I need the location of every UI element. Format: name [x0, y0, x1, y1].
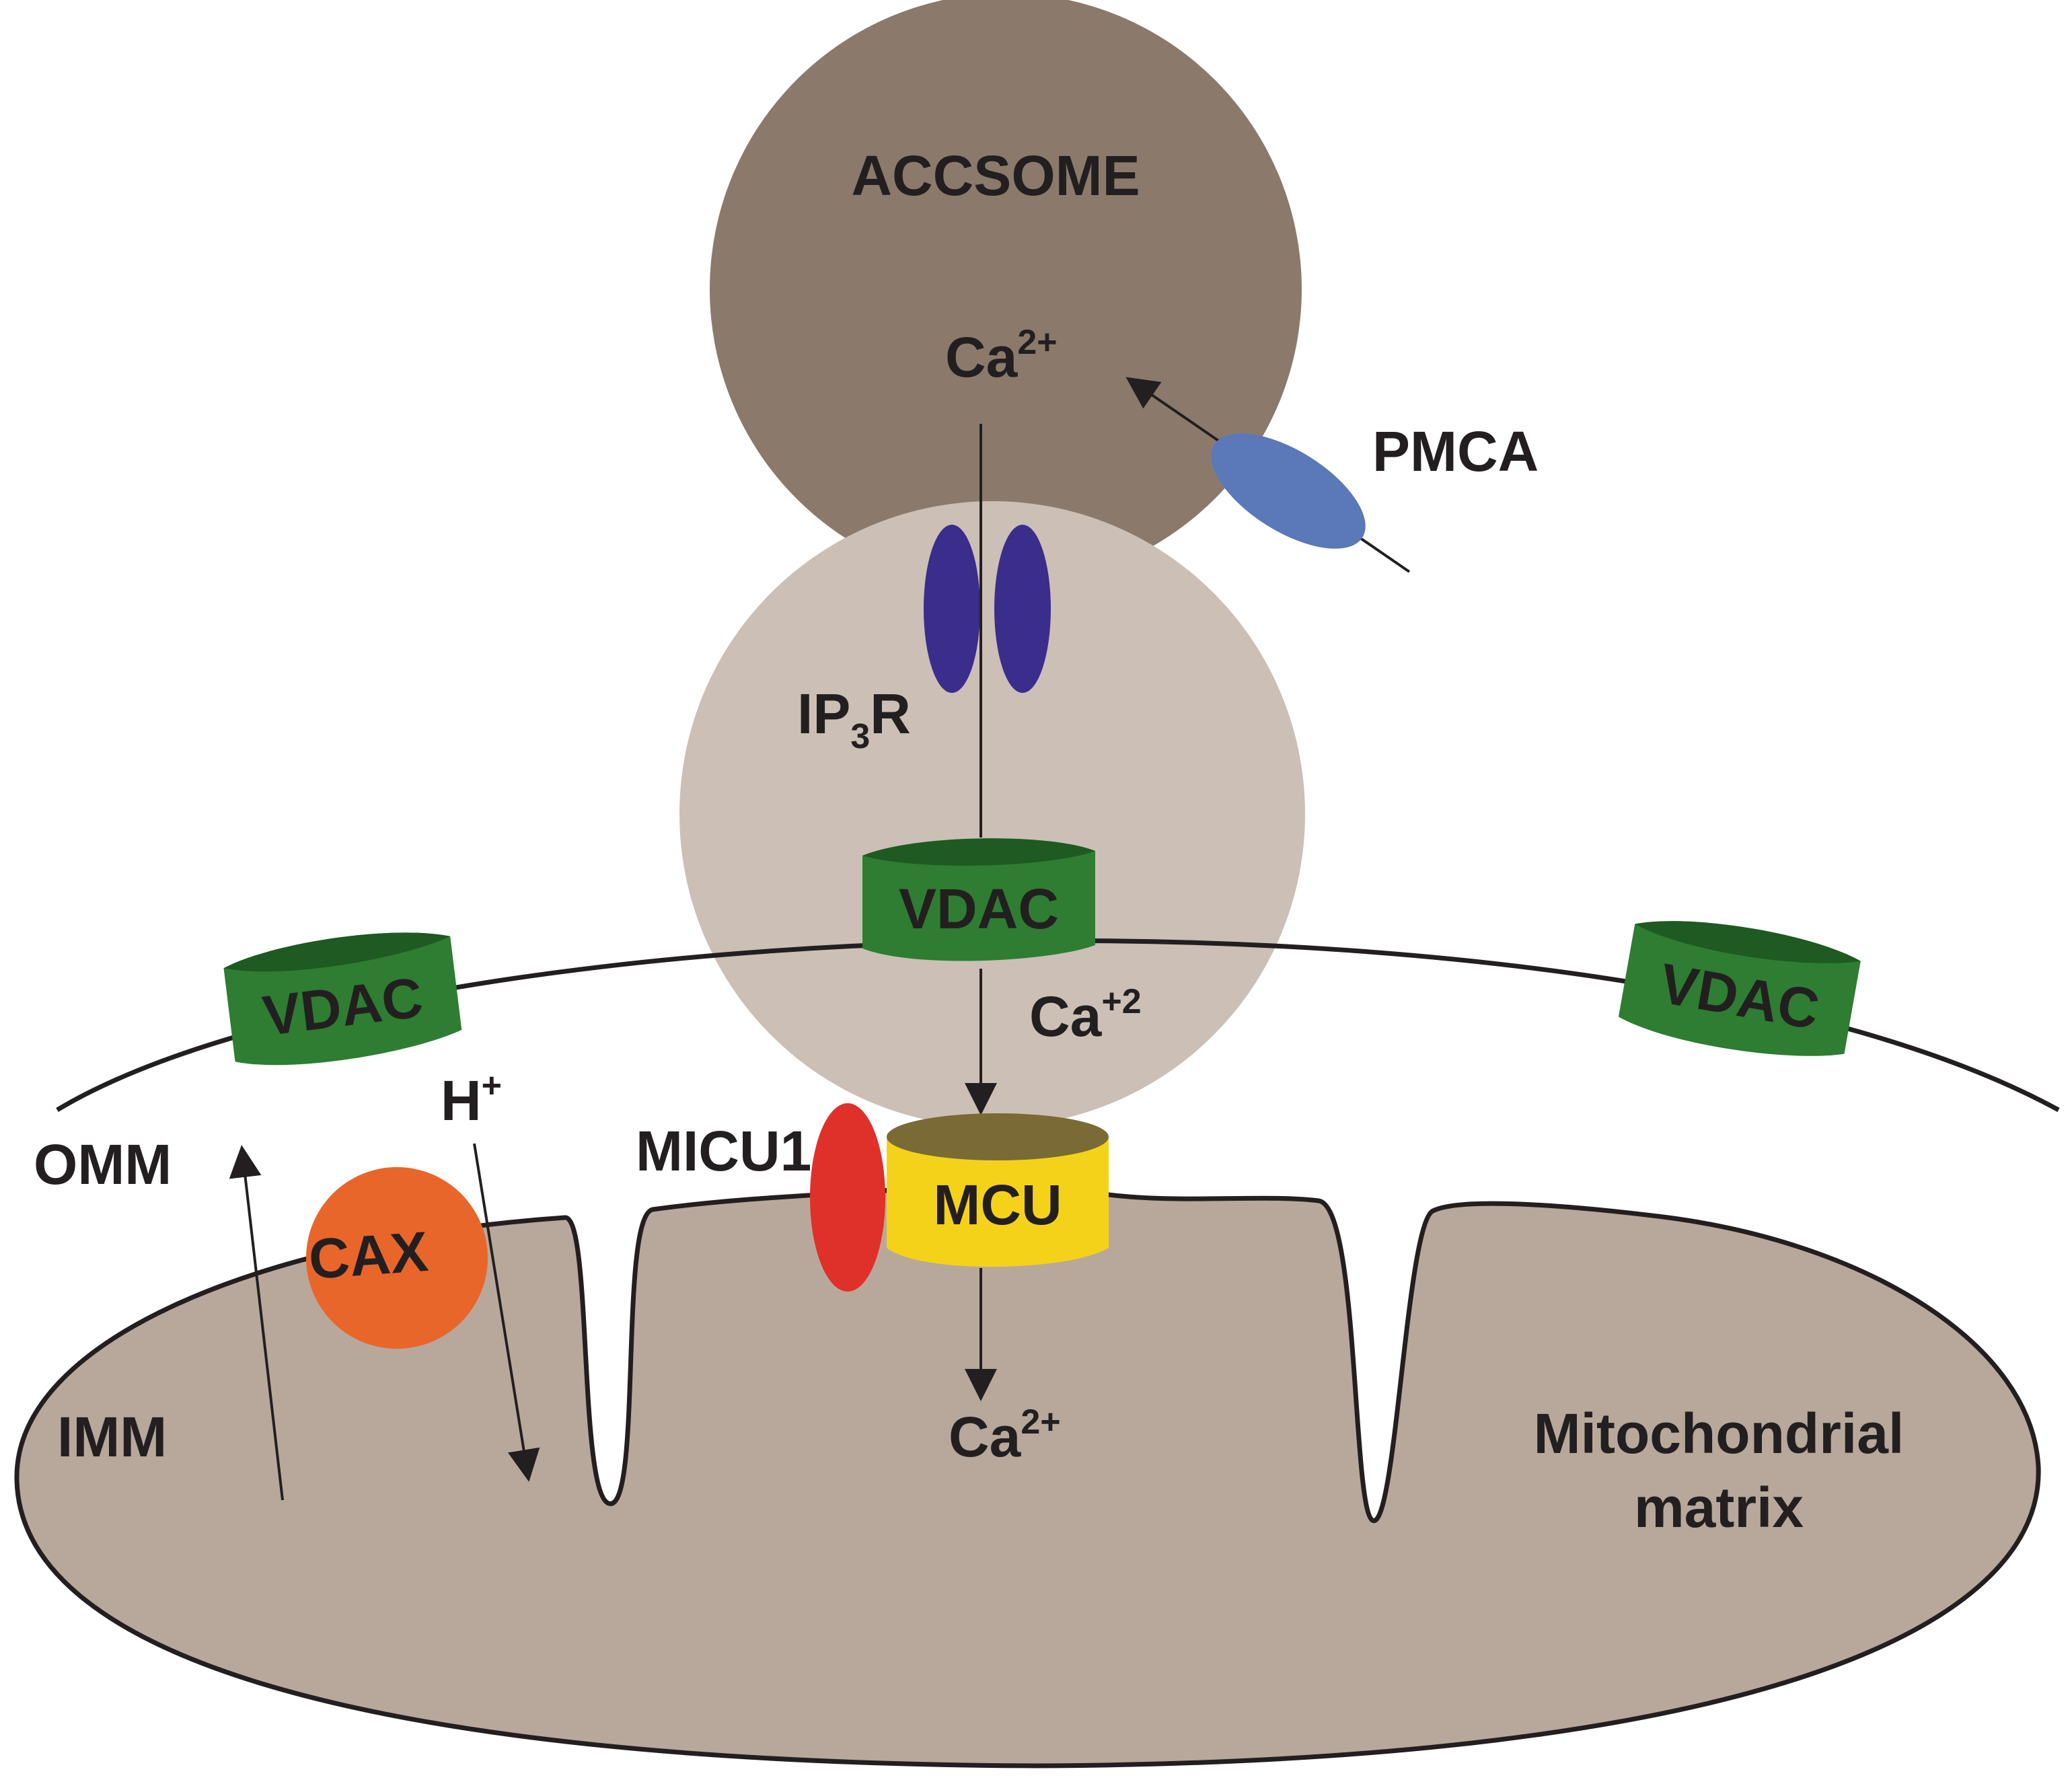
ip3r-right-channel: [994, 525, 1051, 693]
vdac-center-channel: [862, 838, 1095, 961]
cax-h-in-arrow: [473, 1143, 540, 1482]
vdac-center-label: VDAC: [899, 877, 1059, 940]
vdac-left-channel: [223, 932, 462, 1066]
vdac-center-body: [862, 838, 1095, 961]
mcu-channel: [887, 1113, 1109, 1267]
mcu-body: [887, 1137, 1109, 1267]
ca-bottom-label: Ca2+: [949, 1403, 1061, 1468]
ca-mid-label: Ca+2: [1029, 982, 1142, 1048]
cax-exchanger: [306, 1167, 488, 1349]
er-sphere: [679, 501, 1305, 1127]
mcu-top: [887, 1113, 1109, 1160]
h-superscript: +: [482, 1066, 502, 1105]
ca-mid-base: Ca: [1029, 985, 1103, 1048]
vdac-right-top: [1635, 921, 1861, 963]
vdac-right-channel: [1618, 921, 1861, 1056]
imm-label: IMM: [57, 1405, 167, 1468]
ip3r-left-channel: [924, 525, 980, 693]
mcu-label: MCU: [933, 1173, 1062, 1236]
ca-top-superscript: 2+: [1017, 323, 1057, 362]
h-base: H: [441, 1069, 482, 1132]
matrix-label-line1: Mitochondrial: [1534, 1402, 1904, 1465]
cax-label: CAX: [307, 1220, 430, 1291]
ca-top-base: Ca: [945, 326, 1019, 389]
vdac-center-top: [862, 838, 1095, 866]
accsome-sphere: [710, 0, 1302, 585]
h-label: H+: [441, 1066, 502, 1132]
accsome-label: ACCSOME: [851, 144, 1140, 207]
ca-bottom-superscript: 2+: [1021, 1403, 1060, 1442]
ca-mid-superscript: +2: [1101, 982, 1141, 1021]
matrix-label-line2: matrix: [1634, 1476, 1804, 1539]
ip3r-label: IP3R: [797, 682, 911, 756]
ip3r-r: R: [870, 682, 911, 745]
ip3r-subscript: 3: [850, 717, 870, 756]
ca-top-label: Ca2+: [945, 323, 1058, 389]
cax-ca-out-arrow: [229, 1145, 284, 1501]
ip3r-ip: IP: [797, 682, 850, 745]
micu1-regulator: [810, 1103, 885, 1292]
omm-label: OMM: [34, 1133, 172, 1196]
ca-bottom-base: Ca: [949, 1405, 1022, 1468]
micu1-label: MICU1: [636, 1119, 811, 1183]
mitochondrial-matrix-shape: [14, 1183, 2041, 1769]
pmca-label: PMCA: [1372, 420, 1539, 483]
vdac-left-top: [223, 932, 451, 972]
pmca-pump: [1211, 433, 1366, 549]
